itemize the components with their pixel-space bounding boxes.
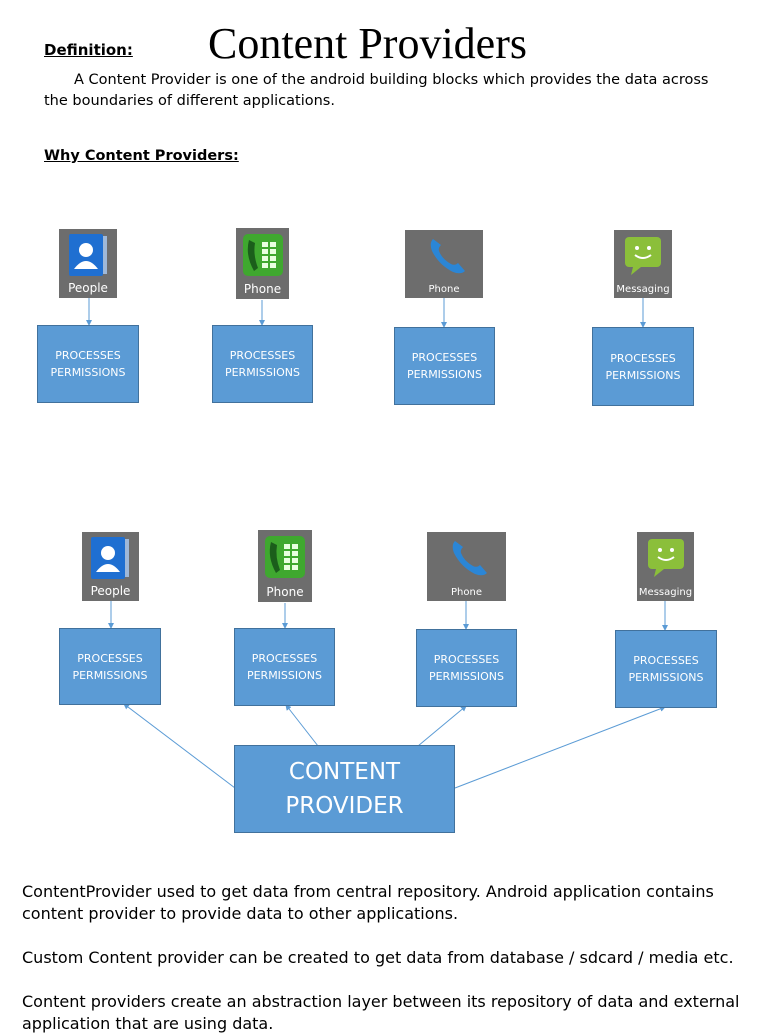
permissions-label: PERMISSIONS	[72, 668, 148, 682]
connector-cp-phone	[285, 704, 319, 747]
people-app-icon: People	[59, 229, 117, 298]
contacts-icon	[69, 234, 107, 276]
permissions-label: PERMISSIONS	[224, 366, 301, 379]
process-box-top-people: PROCESSES PERMISSIONS	[37, 325, 139, 403]
why-heading: Why Content Providers:	[44, 148, 239, 164]
handset-icon	[452, 541, 487, 576]
process-label: PROCESSES	[229, 349, 296, 362]
app-label: Phone	[451, 587, 482, 598]
definition-label: Definition:	[44, 41, 133, 59]
phone-dialer-app-icon: Phone	[236, 228, 289, 299]
people-app-icon: People	[82, 532, 139, 601]
paragraph-custom-provider: Custom Content provider can be created t…	[22, 948, 734, 967]
content-provider-line1: CONTENT	[288, 759, 401, 785]
app-label: Phone	[243, 282, 282, 296]
process-box-bottom-phone2: PROCESSES PERMISSIONS	[416, 629, 517, 707]
process-box-bottom-people: PROCESSES PERMISSIONS	[59, 628, 161, 705]
process-label: PROCESSES	[77, 651, 143, 665]
messaging-app-icon: Messaging	[614, 230, 672, 298]
permissions-label: PERMISSIONS	[628, 671, 704, 684]
connector-cp-messaging	[454, 706, 666, 789]
app-label: Phone	[428, 284, 460, 295]
app-label: Messaging	[638, 587, 693, 598]
connector-cp-people	[123, 703, 236, 789]
process-box-bottom-phone: PROCESSES PERMISSIONS	[234, 628, 335, 706]
message-bubble-icon	[648, 539, 684, 577]
messaging-app-icon: Messaging	[637, 532, 694, 601]
content-provider-line2: PROVIDER	[285, 793, 404, 819]
definition-text: A Content Provider is one of the android…	[44, 72, 709, 109]
phone-dialer-app-icon: Phone	[258, 530, 312, 602]
app-label: Phone	[266, 585, 304, 599]
process-label: PROCESSES	[251, 652, 318, 665]
permissions-label: PERMISSIONS	[605, 368, 681, 382]
phone-app-icon: Phone	[427, 532, 506, 601]
app-label: People	[68, 281, 108, 295]
paragraph-central-repository: ContentProvider used to get data from ce…	[22, 882, 714, 923]
content-provider-box: CONTENT PROVIDER	[234, 745, 455, 833]
process-box-top-messaging: PROCESSES PERMISSIONS	[592, 327, 694, 406]
process-label: PROCESSES	[55, 349, 121, 362]
permissions-label: PERMISSIONS	[428, 670, 505, 683]
permissions-label: PERMISSIONS	[246, 669, 323, 682]
phone-app-icon: Phone	[405, 230, 483, 298]
process-label: PROCESSES	[433, 653, 500, 666]
app-label: Messaging	[616, 284, 670, 295]
process-box-top-phone2: PROCESSES PERMISSIONS	[394, 327, 495, 405]
process-box-top-phone: PROCESSES PERMISSIONS	[212, 325, 313, 403]
permissions-label: PERMISSIONS	[406, 368, 483, 381]
connector-cp-phone2	[417, 705, 467, 747]
page-title: Content Providers	[208, 19, 527, 68]
app-label: People	[90, 584, 131, 598]
process-label: PROCESSES	[411, 351, 478, 364]
contacts-icon	[91, 537, 129, 579]
paragraph-abstraction-layer: Content providers create an abstraction …	[22, 992, 740, 1033]
dialpad-icon	[265, 536, 305, 578]
process-box-bottom-messaging: PROCESSES PERMISSIONS	[615, 630, 717, 708]
message-bubble-icon	[625, 237, 661, 275]
permissions-label: PERMISSIONS	[50, 366, 126, 379]
process-label: PROCESSES	[610, 351, 676, 365]
dialpad-icon	[243, 234, 283, 276]
process-label: PROCESSES	[633, 654, 699, 667]
handset-icon	[430, 239, 465, 274]
